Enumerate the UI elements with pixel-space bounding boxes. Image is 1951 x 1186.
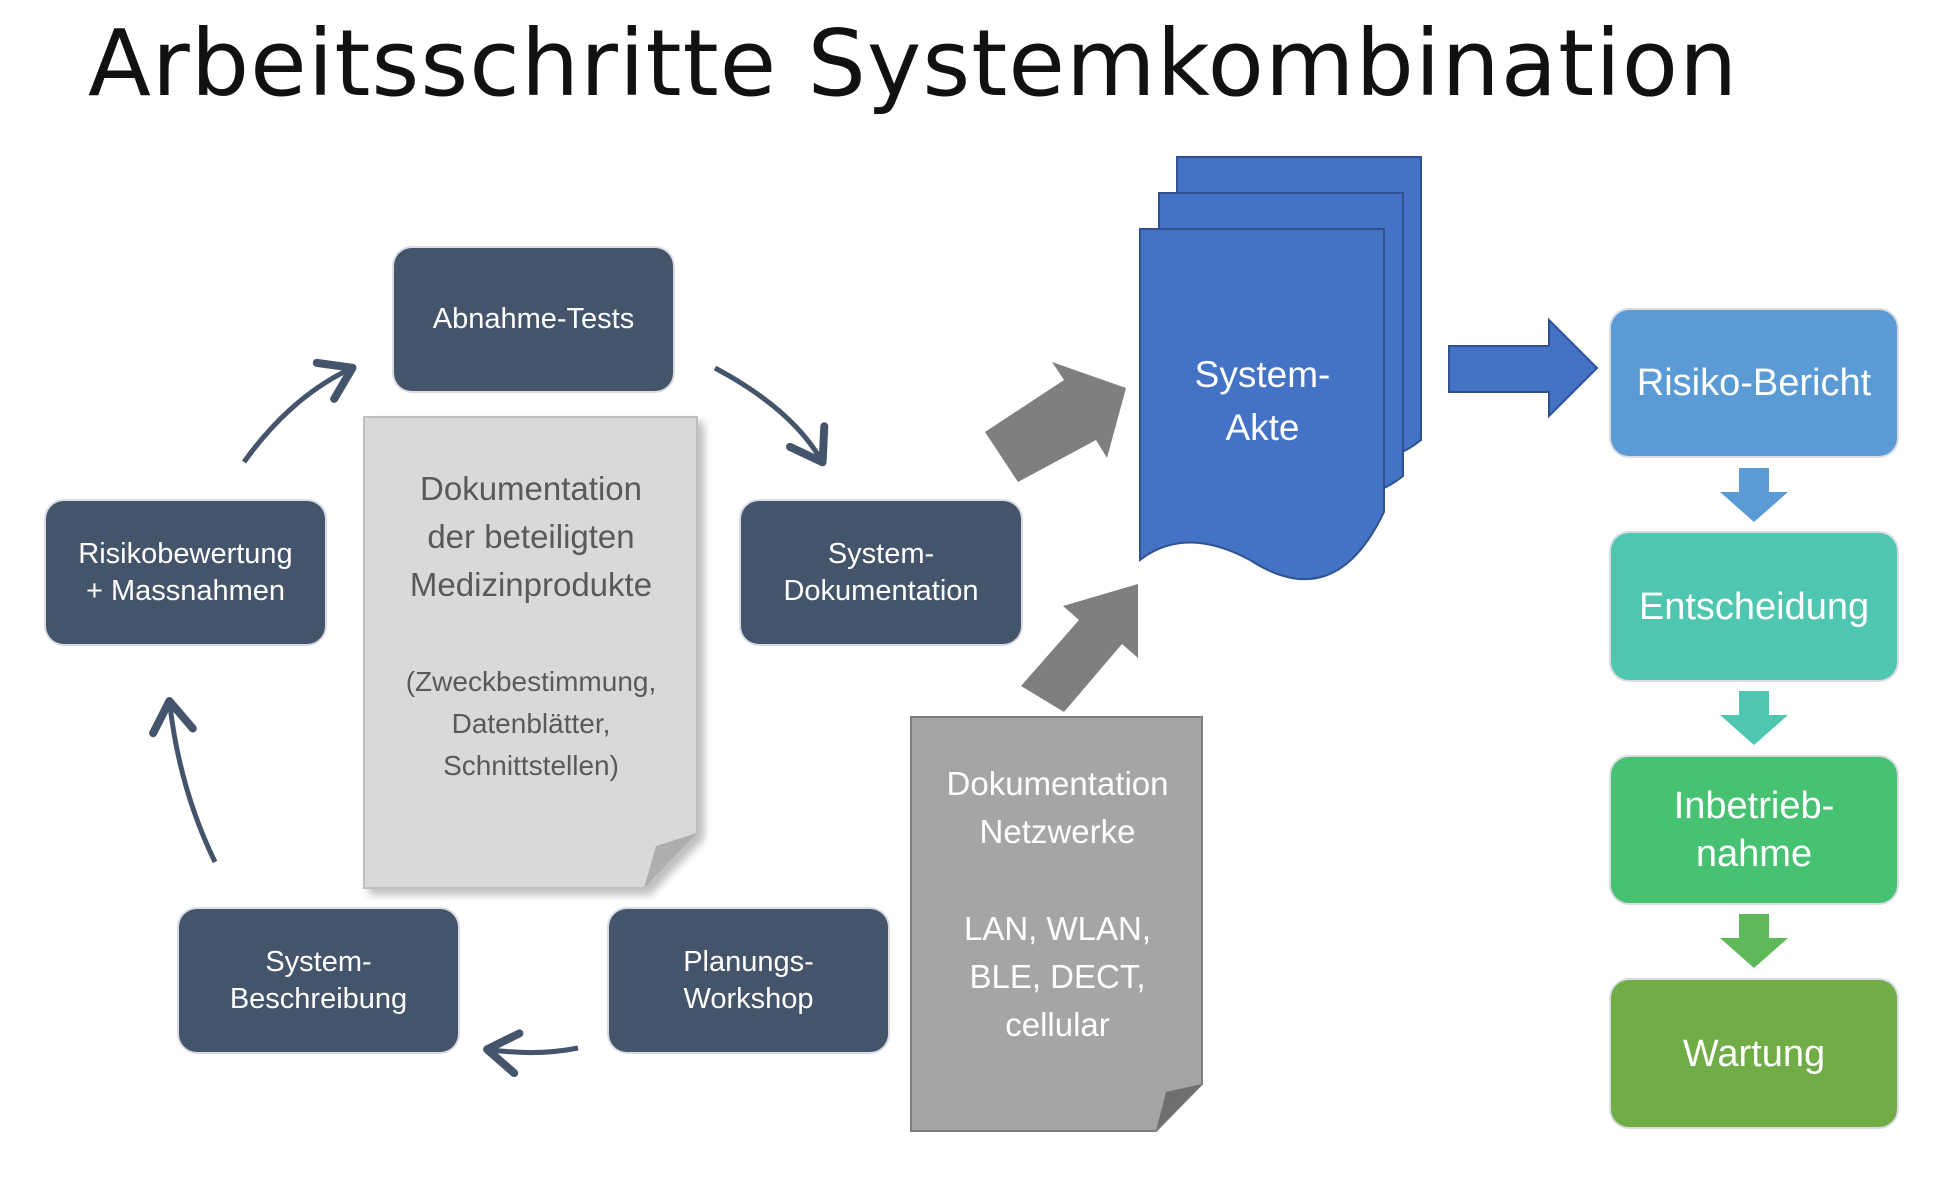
wartung-label: Wartung — [1682, 1032, 1826, 1075]
abnahme-tests-box: Abnahme-Tests — [394, 248, 673, 391]
network-doc-detail: LAN, WLAN, BLE, DECT, cellular — [963, 910, 1152, 1043]
arrow-risiko-to-entscheidung — [1720, 468, 1788, 522]
inbetriebnahme-box: Inbetrieb- nahme — [1611, 757, 1897, 903]
arrow-akte-to-risiko — [1448, 317, 1599, 419]
system-akte-stack — [1139, 156, 1422, 581]
system-akte-label: System- Akte — [1194, 354, 1331, 448]
wartung-box: Wartung — [1611, 980, 1897, 1127]
entscheidung-label: Entscheidung — [1638, 585, 1870, 628]
medical-doc-detail: (Zweckbestimmung, Datenblätter, Schnitts… — [405, 666, 657, 781]
arrow-entscheidung-to-inbetrieb — [1720, 691, 1788, 745]
system-dokumentation-box: System- Dokumentation — [741, 501, 1021, 644]
cycle-arrow-workshop-to-beschreibung — [483, 1029, 579, 1078]
abnahme-tests-label: Abnahme-Tests — [432, 303, 635, 335]
medical-doc-heading: Dokumentation der beteiligten Medizinpro… — [409, 470, 653, 603]
page-title: Arbeitsschritte Systemkombination — [88, 10, 1739, 117]
grey-arrow-doku-to-akte — [985, 362, 1126, 482]
risikobewertung-label: Risikobewertung + Massnahmen — [78, 537, 293, 607]
risiko-bericht-box: Risiko-Bericht — [1611, 310, 1897, 456]
planungs-workshop-box: Planungs- Workshop — [609, 909, 888, 1052]
network-doc-page-fold — [1156, 1084, 1202, 1131]
planungs-workshop-label: Planungs- Workshop — [683, 945, 814, 1015]
grey-arrow-netz-to-akte — [1021, 584, 1138, 712]
entscheidung-box: Entscheidung — [1611, 533, 1897, 680]
risikobewertung-box: Risikobewertung + Massnahmen — [46, 501, 325, 644]
cycle-arrow-tests-to-doku — [713, 365, 829, 467]
cycle-arrow-risk-to-tests — [241, 358, 357, 464]
risiko-bericht-label: Risiko-Bericht — [1636, 362, 1872, 404]
system-beschreibung-box: System- Beschreibung — [179, 909, 458, 1052]
system-beschreibung-label: System- Beschreibung — [229, 945, 408, 1015]
network-doc-heading: Dokumentation Netzwerke — [946, 765, 1169, 850]
medical-doc-page-fold — [644, 833, 697, 888]
arrow-inbetrieb-to-wartung — [1720, 914, 1788, 968]
system-dokumentation-label: System- Dokumentation — [783, 537, 979, 607]
cycle-arrow-beschreibung-to-risk — [149, 697, 218, 864]
inbetriebnahme-label: Inbetrieb- nahme — [1673, 785, 1835, 875]
